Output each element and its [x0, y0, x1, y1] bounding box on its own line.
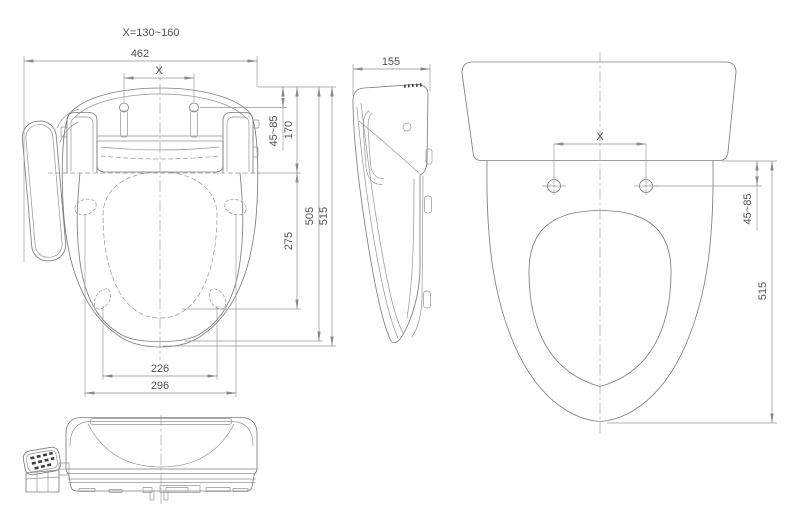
bowl-view: X 45~85 515 — [461, 52, 777, 434]
dim-bumper-outer: 296 — [151, 380, 169, 392]
bowl-inner-opening — [528, 210, 672, 387]
dim-slot-range: 45~85 — [268, 116, 280, 147]
front-lid-inner — [69, 421, 254, 447]
side-knob — [402, 122, 412, 132]
body-outline — [61, 87, 259, 348]
front-bottom-fittings — [78, 485, 249, 501]
front-view — [22, 415, 258, 504]
side-tab-right-lower — [252, 146, 259, 158]
top-view: X=130~160 462 X 45~85 170 275 505 — [21, 27, 336, 397]
mount-hole-left — [542, 177, 566, 195]
base-seam — [411, 175, 424, 338]
dim-opening-depth: 275 — [283, 232, 295, 250]
panel-buttons — [30, 451, 55, 470]
mounting-bolt-left — [119, 102, 129, 138]
side-tab-right-upper — [252, 119, 260, 129]
dim-hinge-depth: 170 — [283, 121, 295, 139]
panel-arm-upper — [56, 108, 80, 129]
panel-arm-lower — [59, 121, 79, 143]
side-tab-3 — [423, 290, 431, 309]
tank-bottom-edge — [358, 120, 420, 174]
bumper-upper-left — [74, 198, 97, 216]
dim-bolt-span: X — [155, 65, 163, 77]
dim-overall-width: 462 — [131, 48, 149, 60]
dimensions-side-view: 155 — [352, 56, 431, 96]
bumper-lower-right — [208, 288, 227, 310]
dim-overall-depth: 515 — [318, 207, 330, 225]
hinge-block-left-inner — [70, 116, 94, 172]
front-lid-contour — [87, 423, 235, 468]
hinge-cover-inner — [367, 112, 384, 179]
dim-bowl-depth: 515 — [757, 282, 769, 300]
control-panel-front-view — [22, 446, 70, 493]
side-tab-2 — [424, 195, 432, 214]
dim-bowl-bolt-span: X — [596, 131, 604, 143]
vent-slits — [403, 83, 422, 88]
dimensions-top-view: X=130~160 462 X 45~85 170 275 505 — [23, 27, 336, 397]
lid-edge-inner — [360, 102, 404, 334]
bumper-upper-right — [224, 198, 247, 216]
side-tab-1 — [425, 148, 433, 165]
base-inner-line — [406, 178, 415, 319]
dimensions-bowl-view: X 45~85 515 — [553, 131, 777, 424]
control-panel-top-view — [21, 120, 67, 262]
hinge-cover-outer — [362, 110, 383, 185]
side-view: 155 — [352, 56, 433, 344]
seat-ring-outline — [76, 172, 244, 342]
bumper-lower-left — [93, 288, 112, 310]
dim-bowl-slot-range: 45~85 — [742, 194, 754, 225]
bowl-outline — [486, 160, 714, 422]
hinge-block-right — [222, 112, 254, 174]
tank-outline — [461, 61, 737, 161]
hinge-block-right-inner — [226, 116, 250, 172]
lid-front-arc-hidden — [100, 155, 220, 160]
side-tab-left — [60, 126, 68, 138]
lid-edge-outer — [356, 106, 399, 339]
dim-side-width: 155 — [382, 56, 400, 68]
dim-seat-depth: 505 — [304, 207, 316, 225]
mounting-bolt-right — [189, 102, 199, 138]
side-outline — [352, 84, 429, 344]
hinge-block-left — [66, 112, 98, 174]
note-bolt-range: X=130~160 — [123, 27, 180, 39]
front-outline — [65, 417, 258, 492]
dim-bumper-inner: 226 — [151, 363, 169, 375]
